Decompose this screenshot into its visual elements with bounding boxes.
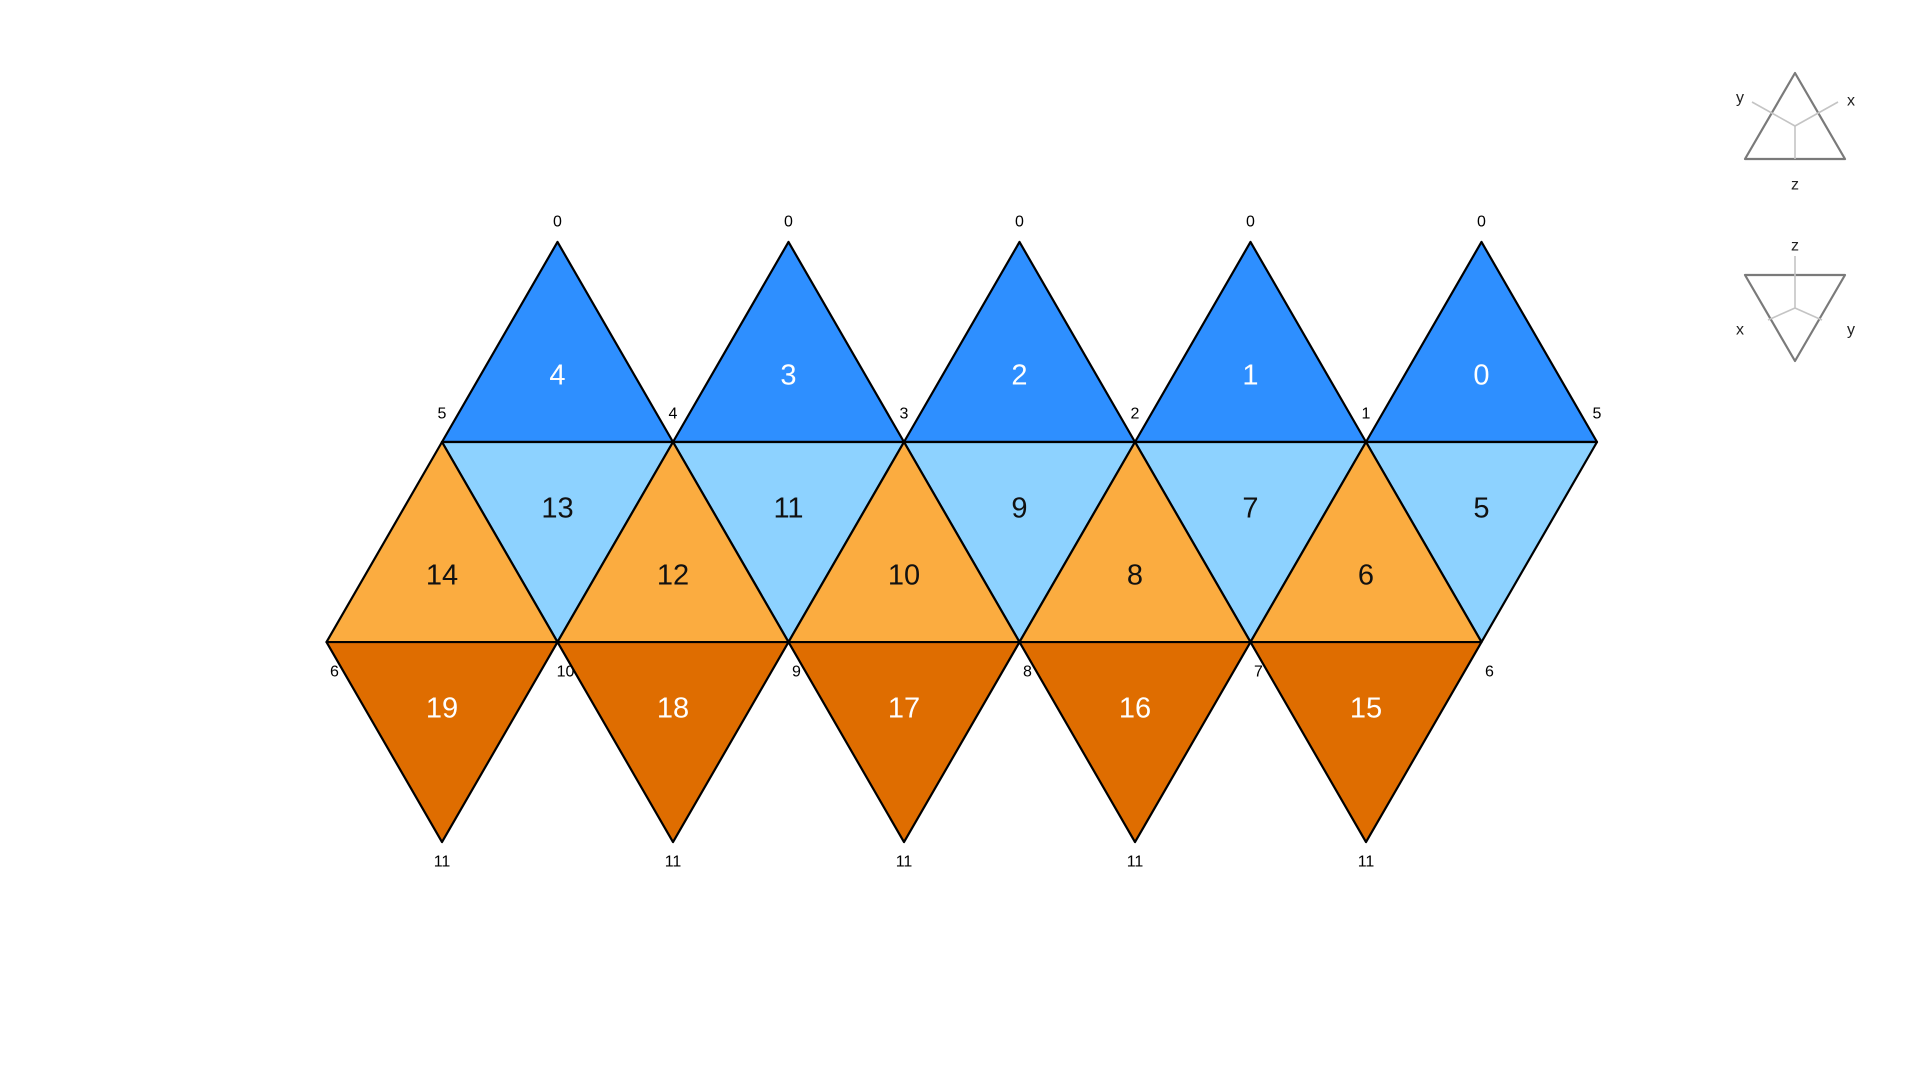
face-16-label: 16 <box>1119 693 1151 725</box>
face-1 <box>1133 240 1368 444</box>
legend-upward-label-y: y <box>1736 90 1744 107</box>
face-9-label: 9 <box>1011 493 1027 525</box>
face-2 <box>902 240 1137 444</box>
legend-upward-label-x: x <box>1847 93 1855 110</box>
face-12-label: 12 <box>657 559 689 591</box>
face-3-label: 3 <box>780 359 796 391</box>
vertex-label-lower-0: 6 <box>330 664 339 681</box>
orientation-legend-downward: z x y <box>1736 238 1855 363</box>
legend-upward-axis-y <box>1751 101 1796 127</box>
legend-upward-label-z: z <box>1791 177 1799 194</box>
legend-downward-axis-x <box>1767 307 1796 321</box>
vertex-label-top-0: 0 <box>553 213 562 230</box>
vertex-label-upper-5: 5 <box>1593 406 1602 423</box>
face-14-label: 14 <box>426 559 458 591</box>
vertex-label-bottom-2: 11 <box>896 854 913 871</box>
face-18-label: 18 <box>657 693 689 725</box>
vertex-label-lower-5: 6 <box>1485 664 1494 681</box>
vertex-label-bottom-1: 11 <box>665 854 682 871</box>
vertex-label-bottom-0: 11 <box>434 854 451 871</box>
face-15 <box>1249 640 1483 844</box>
face-0-label: 0 <box>1473 359 1489 391</box>
face-2-label: 2 <box>1011 359 1027 391</box>
face-10-label: 10 <box>888 559 920 591</box>
face-13-label: 13 <box>541 493 573 525</box>
vertex-label-upper-4: 1 <box>1362 406 1371 423</box>
legend-downward-axis-y <box>1794 307 1823 321</box>
vertex-label-top-3: 0 <box>1246 213 1255 230</box>
vertex-label-lower-2: 9 <box>792 664 801 681</box>
vertex-label-upper-0: 5 <box>438 406 447 423</box>
legend-downward-label-z: z <box>1791 238 1799 255</box>
face-17-label: 17 <box>888 693 920 725</box>
vertex-label-lower-1: 10 <box>557 664 575 681</box>
face-4 <box>440 240 675 444</box>
face-8-label: 8 <box>1127 559 1143 591</box>
legend-downward-label-y: y <box>1847 322 1855 339</box>
face-15-label: 15 <box>1350 693 1382 725</box>
face-5-label: 5 <box>1473 493 1489 525</box>
vertex-label-top-2: 0 <box>1015 213 1024 230</box>
face-1-label: 1 <box>1242 359 1258 391</box>
face-11-label: 11 <box>773 493 803 525</box>
vertex-label-lower-3: 8 <box>1023 664 1032 681</box>
face-17 <box>787 640 1021 844</box>
vertex-label-lower-4: 7 <box>1254 664 1263 681</box>
legend-downward-label-x: x <box>1736 322 1744 339</box>
face-19-label: 19 <box>426 693 458 725</box>
face-16 <box>1018 640 1252 844</box>
vertex-label-bottom-4: 11 <box>1358 854 1375 871</box>
face-19 <box>325 640 559 844</box>
face-3 <box>671 240 906 444</box>
face-18 <box>556 640 790 844</box>
legend-upward-axis-x <box>1794 101 1839 127</box>
vertex-label-top-1: 0 <box>784 213 793 230</box>
face-4-label: 4 <box>549 359 565 391</box>
vertex-label-upper-2: 3 <box>900 406 909 423</box>
vertex-label-bottom-3: 11 <box>1127 854 1144 871</box>
faces-layer <box>325 240 1599 844</box>
face-7-label: 7 <box>1242 493 1258 525</box>
vertex-label-top-4: 0 <box>1477 213 1486 230</box>
vertex-label-upper-1: 4 <box>669 406 678 423</box>
vertex-label-upper-3: 2 <box>1131 406 1140 423</box>
face-0 <box>1364 240 1599 444</box>
face-6-label: 6 <box>1358 559 1374 591</box>
orientation-legend-upward: x y z <box>1736 71 1855 194</box>
